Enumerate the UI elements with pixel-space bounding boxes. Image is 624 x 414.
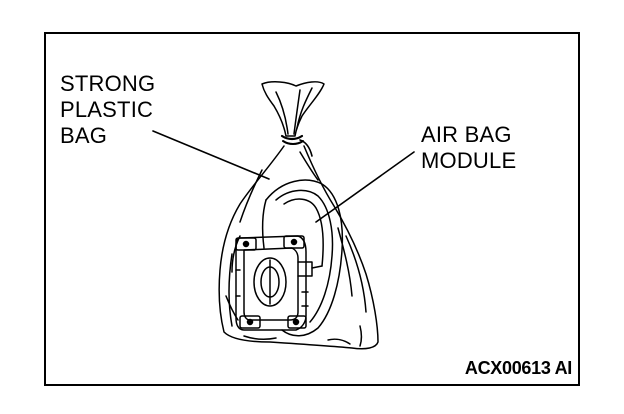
module-tab: [283, 235, 305, 249]
bag-top-flap: [261, 81, 325, 137]
bag-tie-tail: [299, 139, 313, 157]
bag-wrinkle: [228, 253, 233, 327]
callout-air-bag-module: AIR BAG MODULE: [421, 122, 516, 174]
leader-lines: [152, 130, 415, 223]
module-tab: [239, 315, 261, 329]
module-connector-wire: [311, 265, 323, 269]
module-leader-line: [315, 151, 415, 223]
bag-wrinkle: [345, 235, 367, 313]
callout-line: MODULE: [421, 148, 517, 173]
module-pad-contour: [275, 189, 334, 323]
module-tab: [235, 237, 257, 251]
module-side-detail: [301, 291, 309, 307]
bag-flap-fold: [296, 87, 313, 129]
callout-line: PLASTIC: [60, 97, 154, 122]
module-bracket: [243, 247, 299, 321]
module-bolt: [242, 240, 250, 248]
callout-line: STRONG: [60, 71, 156, 96]
figure-code: ACX00613 AI: [464, 358, 572, 378]
bag-wrinkle: [327, 338, 351, 345]
bag-wrinkle: [299, 151, 319, 181]
bag-tie: [282, 140, 304, 145]
module-tab: [287, 315, 307, 329]
module-pad-contour: [283, 198, 324, 267]
bag-wrinkle: [359, 325, 363, 347]
bag-tie: [280, 134, 304, 141]
module-inflator: [253, 257, 287, 307]
bag-flap-fold: [293, 89, 301, 135]
callout-strong-plastic-bag: STRONG PLASTIC BAG: [60, 71, 155, 149]
module-pad-cover: [265, 179, 344, 337]
module-pad-edge: [261, 199, 267, 249]
bag-leader-line: [152, 130, 270, 180]
bag-body-outline: [218, 145, 379, 350]
figure-frame: [44, 32, 580, 386]
module-connector: [297, 261, 313, 277]
module-side-detail: [235, 269, 241, 297]
bag-wrinkle: [239, 169, 263, 223]
bag-wrinkle: [337, 227, 353, 297]
callout-line: BAG: [60, 123, 108, 148]
callout-line: AIR BAG: [421, 122, 512, 147]
module-bolt: [292, 318, 300, 326]
air-bag-module: [235, 179, 344, 337]
bag-wrinkle: [243, 335, 277, 341]
bag-wrinkle: [225, 295, 239, 321]
bag-flap-fold: [275, 91, 289, 135]
module-bolt: [290, 238, 298, 246]
plastic-bag: [218, 81, 379, 350]
module-bolt: [246, 318, 254, 326]
